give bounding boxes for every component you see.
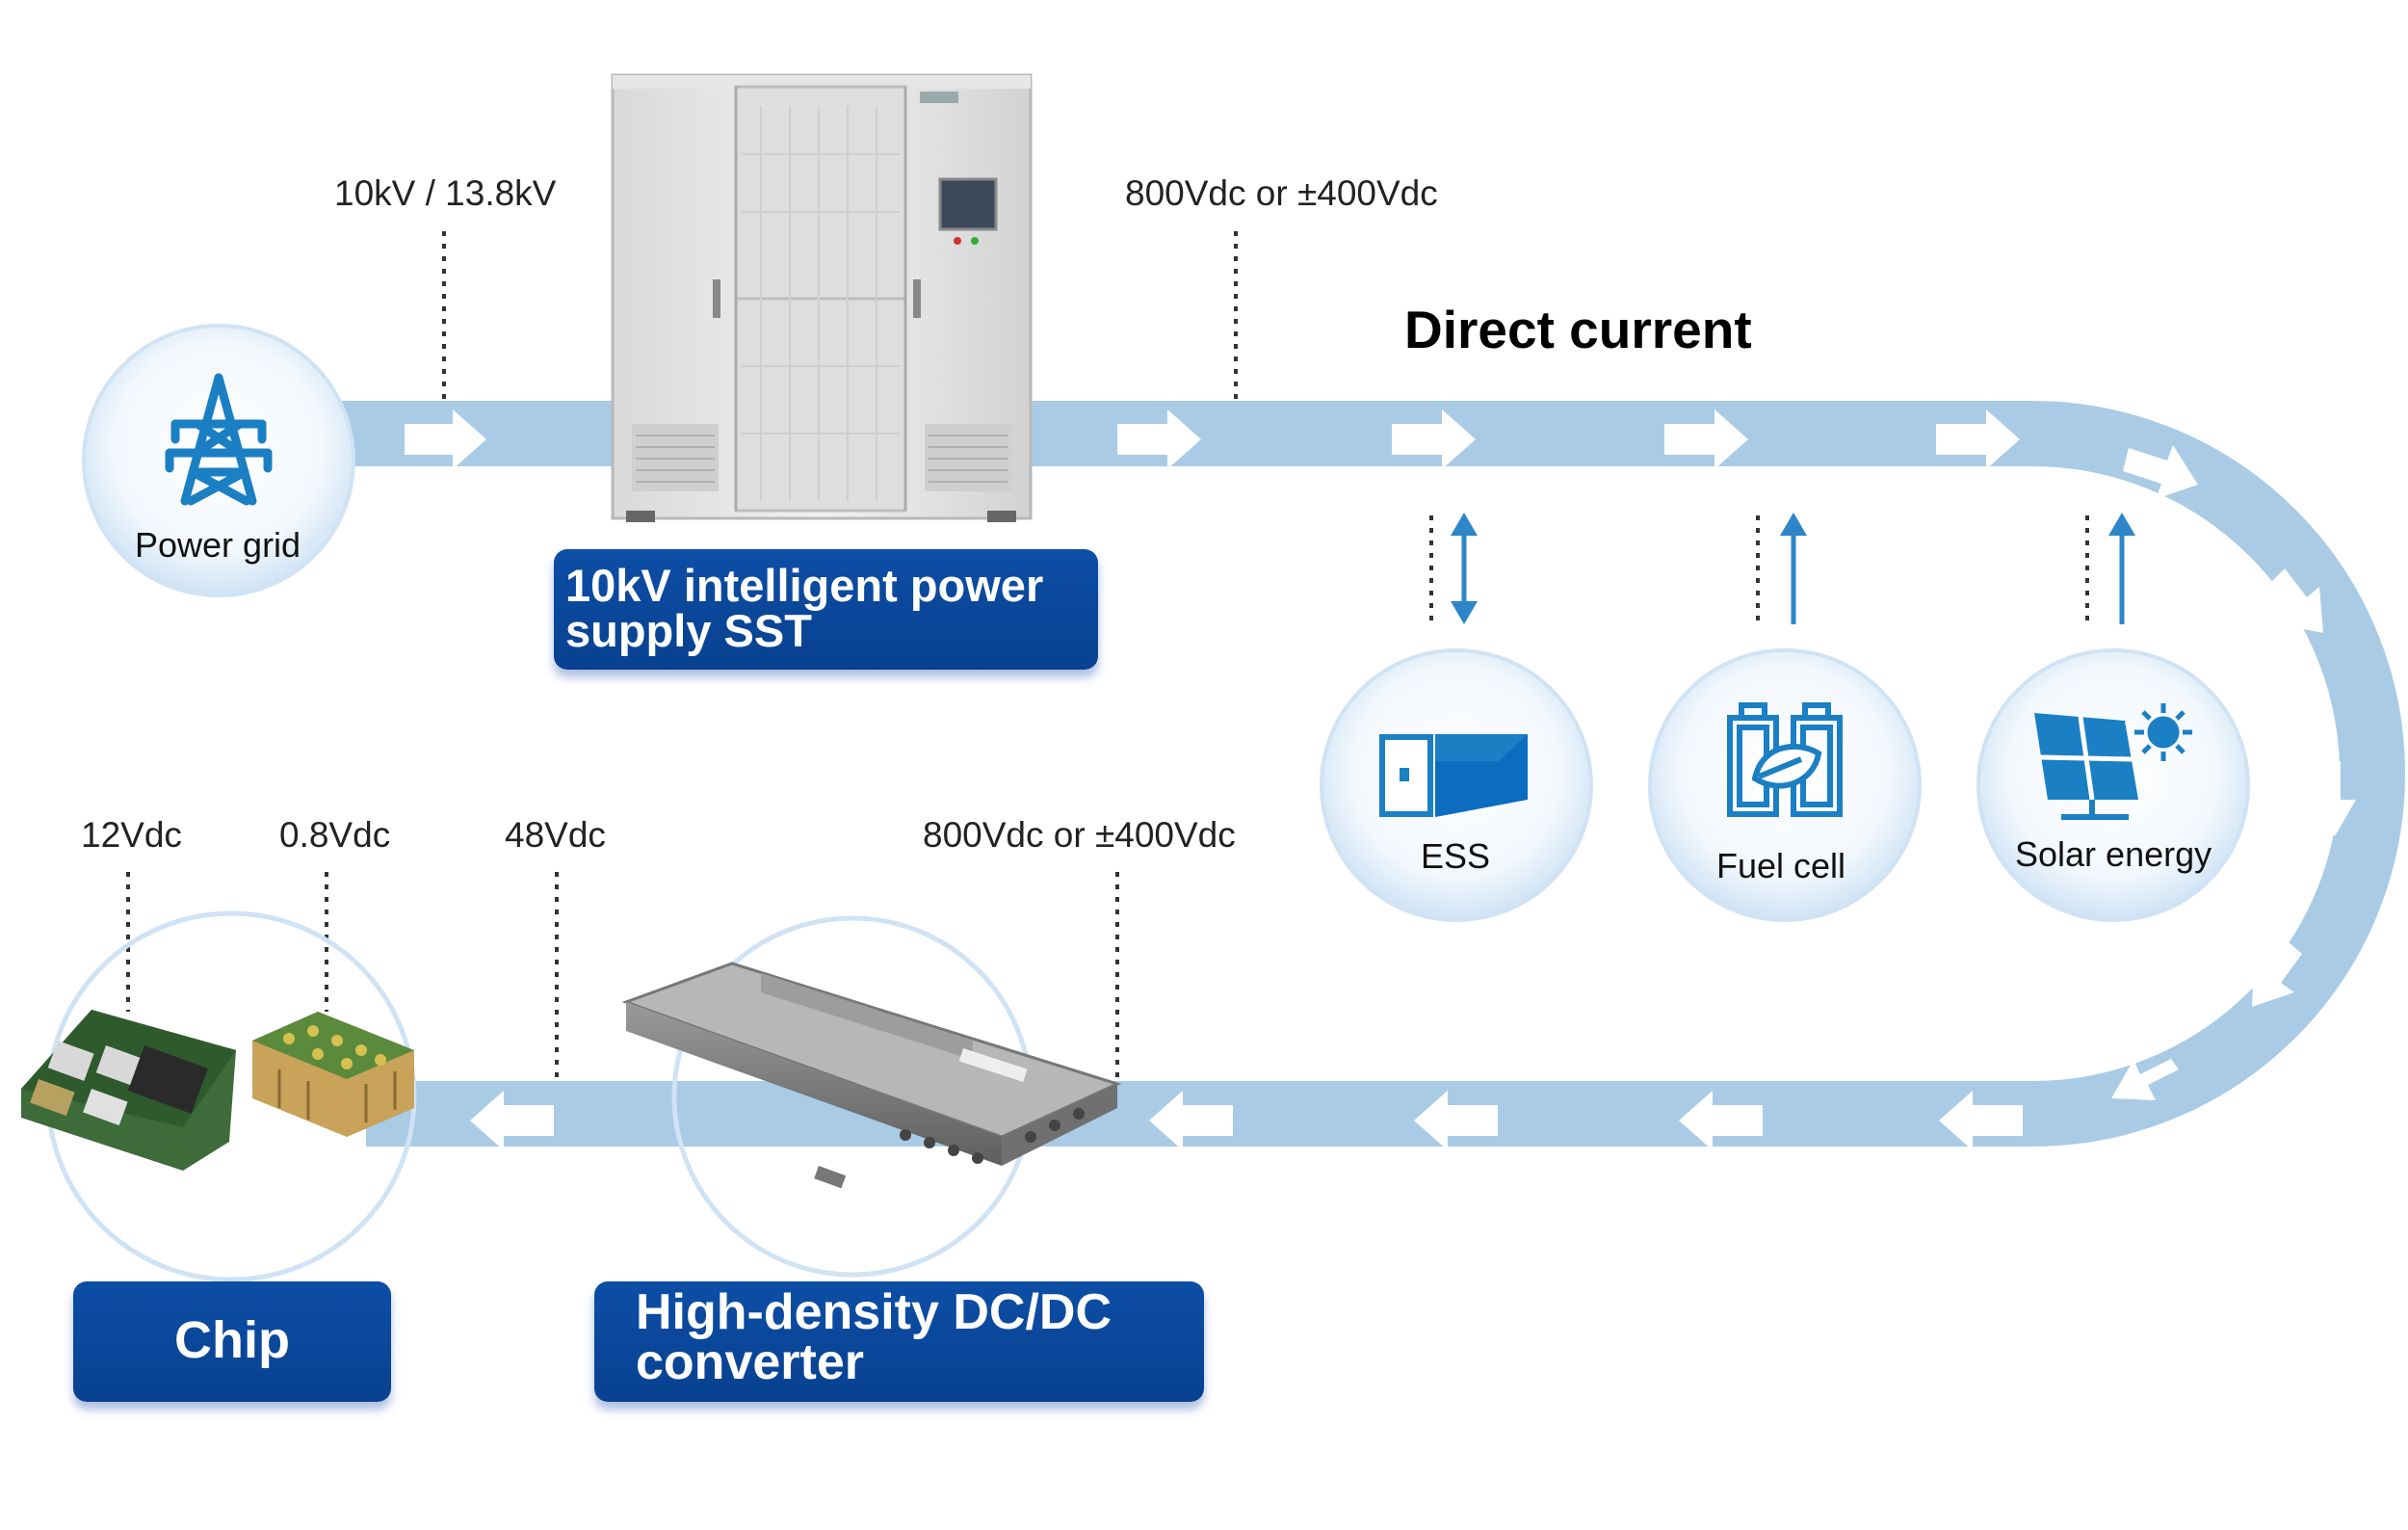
voltage-label-48v: 48Vdc	[505, 815, 606, 855]
fuel-cell-label: Fuel cell	[1716, 846, 1846, 885]
sst-banner-line2: supply SST	[565, 605, 812, 656]
power-grid-node	[82, 324, 355, 597]
pylon-icon	[165, 373, 273, 506]
solar-energy-label: Solar energy	[2015, 834, 2212, 874]
flow-arrows-curve	[2111, 445, 2356, 1100]
flow-arrows-bottom	[470, 1091, 2023, 1150]
dcdc-banner: High-density DC/DC converter	[594, 1281, 1204, 1402]
voltage-label-sst-out: 800Vdc or ±400Vdc	[1125, 173, 1438, 213]
chip-banner-label: Chip	[174, 1311, 290, 1369]
dcdc-converter-image	[621, 962, 1122, 1189]
voltage-label-08v: 0.8Vdc	[279, 815, 391, 855]
source-arrows	[1451, 513, 2135, 624]
sun-icon	[2134, 703, 2192, 761]
direct-current-title: Direct current	[1404, 300, 1752, 359]
power-grid-label: Power grid	[135, 525, 301, 565]
voltage-label-grid-in: 10kV / 13.8kV	[334, 173, 557, 213]
sst-banner: 10kV intelligent power supply SST	[554, 549, 1098, 670]
voltage-leaders	[126, 231, 2089, 1079]
sst-banner-line1: 10kV intelligent power	[565, 560, 1044, 611]
voltage-label-12v: 12Vdc	[81, 815, 182, 855]
voltage-label-dcdc-in: 800Vdc or ±400Vdc	[923, 815, 1236, 855]
sst-cabinet-image	[611, 73, 1033, 522]
dcdc-banner-line2: converter	[636, 1334, 864, 1390]
ess-label: ESS	[1421, 836, 1491, 876]
solar-panel-icon	[2034, 713, 2138, 820]
chip-banner: Chip	[73, 1281, 391, 1402]
flow-arrows-top	[405, 409, 2020, 469]
dcdc-banner-line1: High-density DC/DC	[636, 1284, 1112, 1340]
battery-icon	[1379, 734, 1528, 817]
fuel-cell-icon	[1727, 702, 1843, 817]
chip-module-image-right	[252, 1012, 414, 1137]
chip-module-image-left	[21, 1010, 236, 1171]
